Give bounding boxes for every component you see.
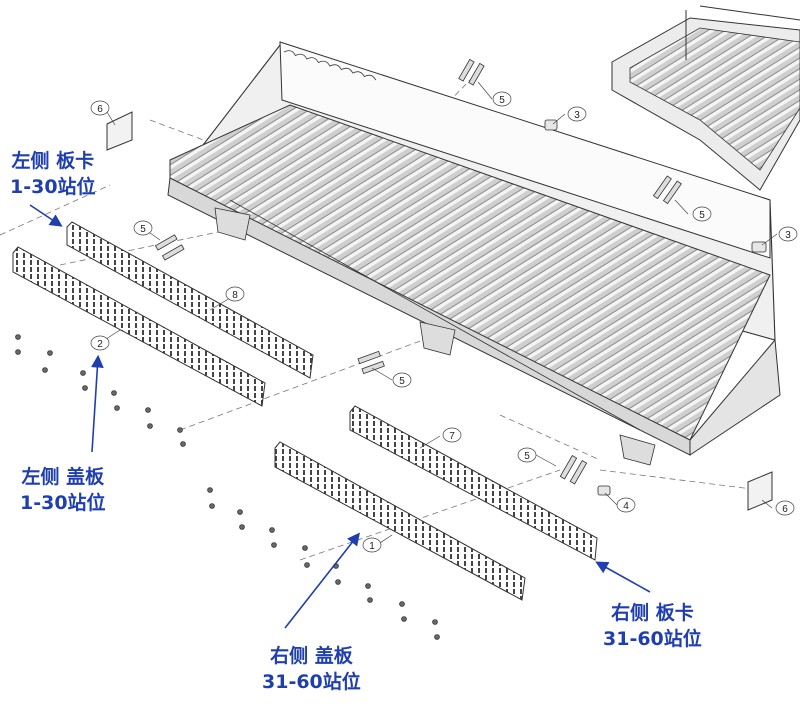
callout-right-cover-line2: 31-60站位 [262, 671, 361, 693]
balloon-7 [442, 427, 462, 443]
main-feeder-base [167, 41, 781, 466]
balloon-5c [133, 220, 153, 236]
balloon-6a [90, 100, 110, 116]
balloon-5e [517, 447, 537, 463]
balloon-3a [567, 106, 587, 122]
part-number-5d: 5 [399, 376, 405, 387]
side-plate-right [747, 471, 773, 511]
callout-right-card-line1: 右侧 板卡 [611, 602, 694, 624]
balloon-3b [778, 226, 798, 242]
left-cover-arrow [91, 354, 104, 453]
part-number-1: 1 [369, 541, 375, 552]
callout-right-cover-line1: 右侧 盖板 [270, 645, 353, 667]
left-card-arrow [29, 204, 63, 227]
callout-right-cover: 右侧 盖板 31-60站位 [262, 643, 361, 695]
part-number-4: 4 [623, 501, 629, 512]
right-card-plate [349, 405, 598, 561]
balloon-1 [362, 537, 382, 553]
callout-left-card-line1: 左侧 板卡 [11, 150, 95, 172]
screws [15, 334, 440, 640]
callout-arrows [29, 204, 651, 629]
part-balloons [90, 81, 798, 553]
callout-right-card: 右侧 板卡 31-60站位 [603, 600, 702, 652]
balloon-5b [692, 206, 712, 222]
part-number-5c: 5 [140, 224, 146, 235]
left-cover-plate [12, 246, 266, 407]
right-card-arrow [595, 561, 651, 593]
part-number-3b: 3 [785, 230, 791, 241]
callout-left-cover-line2: 1-30站位 [20, 492, 106, 514]
balloon-6b [775, 500, 795, 516]
balloon-8 [225, 286, 245, 302]
part-number-8: 8 [232, 290, 238, 301]
adjacent-feeder-base [611, 5, 800, 191]
part-number-5b: 5 [699, 210, 705, 221]
part-number-5a: 5 [499, 95, 505, 106]
right-cover-plate [274, 441, 526, 601]
right-cover-arrow [284, 532, 360, 629]
balloon-5d [392, 372, 412, 388]
part-number-6a: 6 [97, 104, 103, 115]
part-number-2: 2 [97, 339, 103, 350]
balloon-4 [616, 497, 636, 513]
part-balloon-labels: 6 8 2 7 1 5 5 5 5 5 3 3 4 6 [97, 95, 791, 552]
part-number-5e: 5 [524, 451, 530, 462]
balloon-5a [492, 91, 512, 107]
part-number-6b: 6 [782, 504, 788, 515]
balloon-2 [90, 335, 110, 351]
part-number-3a: 3 [574, 110, 580, 121]
part-number-7: 7 [449, 431, 455, 442]
callout-right-card-line2: 31-60站位 [603, 628, 702, 650]
callout-left-cover: 左侧 盖板 1-30站位 [20, 464, 106, 516]
callout-left-card: 左侧 板卡 1-30站位 [10, 148, 96, 200]
left-card-plate [66, 221, 314, 379]
pin-sets [154, 58, 682, 485]
callout-left-cover-line1: 左侧 盖板 [21, 466, 105, 488]
callout-left-card-line2: 1-30站位 [10, 176, 96, 198]
